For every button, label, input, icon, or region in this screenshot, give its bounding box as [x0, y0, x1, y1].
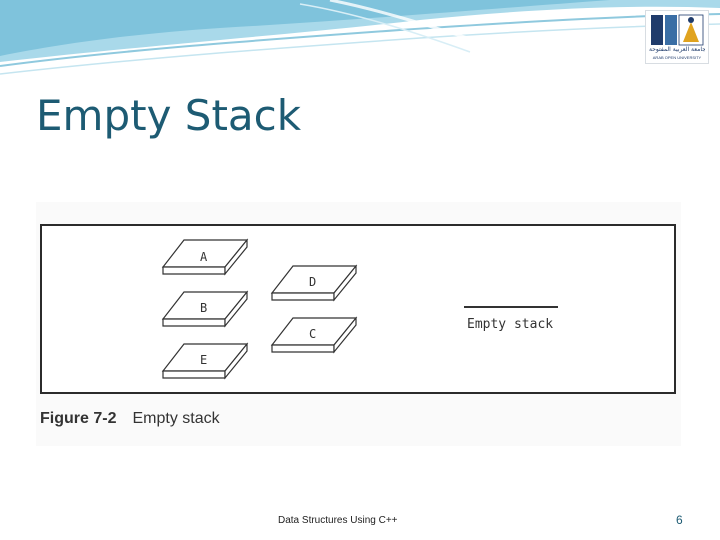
figure-caption: Figure 7-2 Empty stack	[40, 410, 220, 428]
plate-label-b: B	[200, 301, 207, 315]
plate-label-d: D	[309, 275, 316, 289]
figure-number: Figure 7-2	[40, 410, 116, 427]
plate-label-a: A	[200, 250, 208, 264]
stack-plate-d: D	[272, 266, 356, 300]
plate-label-c: C	[309, 327, 316, 341]
slide-title: Empty Stack	[36, 88, 301, 144]
logo-arabic-text: الجامعة العربية المفتوحة	[649, 46, 705, 54]
stack-plate-a: A	[163, 240, 247, 280]
figure-diagram: A B E D	[40, 224, 676, 394]
plate-label-e: E	[200, 353, 207, 367]
logo-emblem-icon	[649, 14, 705, 46]
university-logo: الجامعة العربية المفتوحة ARAB OPEN UNIVE…	[645, 10, 709, 64]
stack-diagram: A B E D	[42, 226, 678, 396]
header-banner	[0, 0, 720, 90]
figure-caption-text: Empty stack	[132, 410, 219, 427]
page-number: 6	[676, 513, 683, 527]
stack-plate-b: B	[163, 292, 247, 326]
stack-plate-e: E	[163, 344, 247, 378]
stack-plate-c: C	[272, 318, 356, 352]
logo-english-text: ARAB OPEN UNIVERSITY	[649, 54, 705, 61]
empty-stack-label: Empty stack	[467, 317, 553, 332]
figure: A B E D	[36, 202, 681, 446]
footer-text: Data Structures Using C++	[278, 515, 398, 526]
